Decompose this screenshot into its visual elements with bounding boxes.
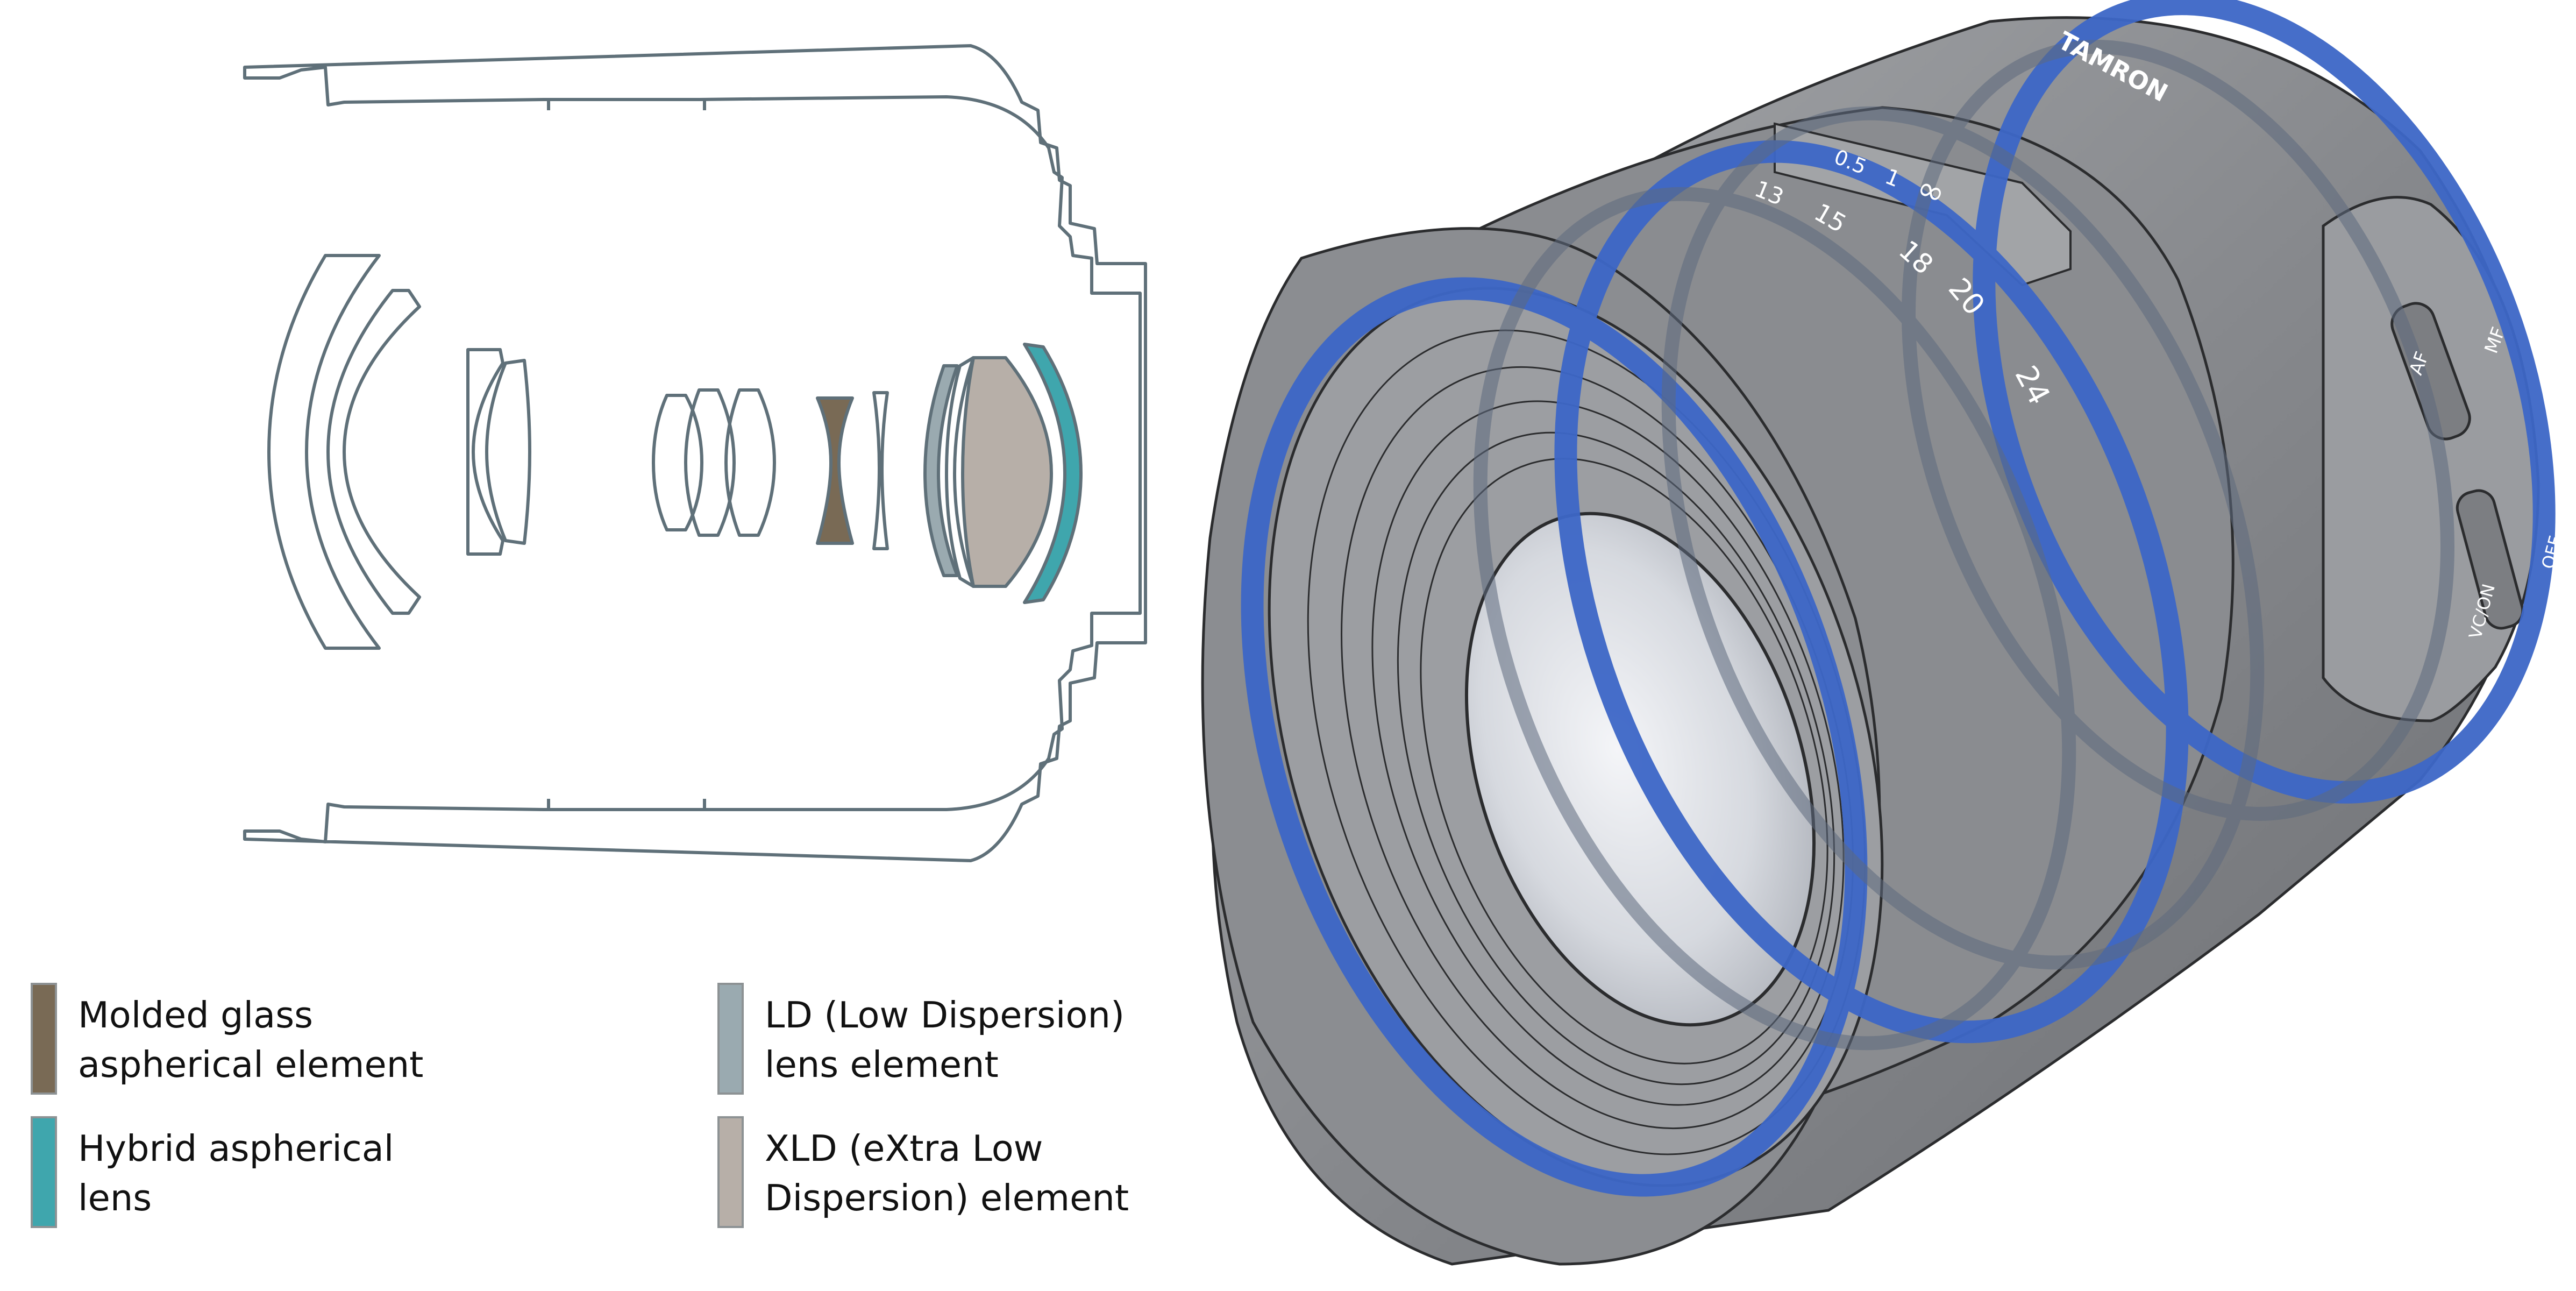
front-inner-element	[326, 289, 421, 615]
ld-element	[923, 364, 959, 577]
hybrid-aspherical-element	[1023, 343, 1083, 604]
cross-section	[243, 44, 1147, 862]
xld-element-outer	[945, 356, 975, 588]
vc-switch[interactable]	[2454, 487, 2527, 632]
second-element	[466, 348, 504, 556]
molded-glass-aspherical-element	[816, 396, 854, 545]
rear-element-ring	[1973, 0, 2556, 804]
ghost-element-rings	[1473, 40, 2454, 1051]
barrel-tick-marks	[547, 100, 706, 810]
xld-element	[961, 356, 1053, 588]
third-group-element-c	[724, 388, 776, 537]
lens-illustration: TAMRON ∞ 1 0.5 24 20 18 15 13 AF MF VC/O…	[1201, 0, 2566, 1266]
front-element-ring	[1241, 277, 1868, 1197]
barrel-outline	[243, 44, 1147, 862]
thin-element	[872, 391, 889, 550]
middle-element-ring	[1554, 140, 2189, 1044]
second-element-rear	[485, 359, 531, 545]
third-group-element-a	[652, 394, 703, 531]
third-group-element-b	[684, 388, 736, 537]
front-meniscus-element	[267, 254, 381, 650]
highlighted-element-rings	[1241, 0, 2556, 1197]
